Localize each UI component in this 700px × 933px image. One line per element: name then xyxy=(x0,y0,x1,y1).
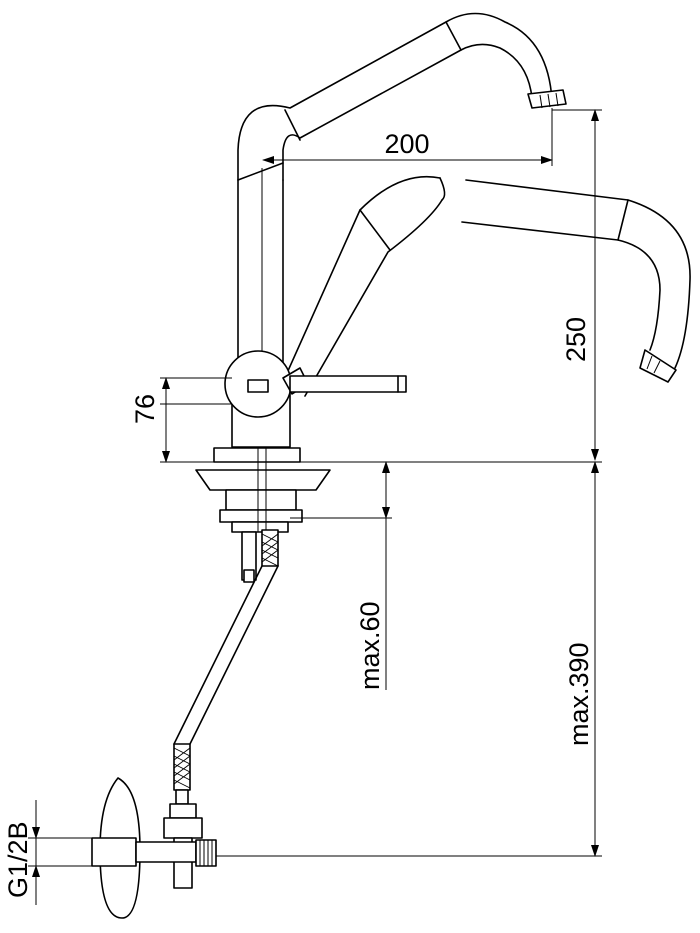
dim-label-200: 200 xyxy=(384,129,429,159)
dimension-lines xyxy=(28,108,602,905)
mixer-body xyxy=(224,350,407,448)
spout-lowered xyxy=(282,175,691,397)
dim-label-76: 76 xyxy=(130,394,160,424)
dim-label-max60: max.60 xyxy=(355,601,385,690)
dim-label-thread: G1/2B xyxy=(3,821,33,898)
angle-valve xyxy=(91,777,217,919)
spout-raised xyxy=(237,12,567,383)
mounting-set xyxy=(195,447,331,533)
dim-label-max390: max.390 xyxy=(564,642,594,746)
hoses xyxy=(173,529,279,805)
dim-label-250: 250 xyxy=(561,317,591,362)
